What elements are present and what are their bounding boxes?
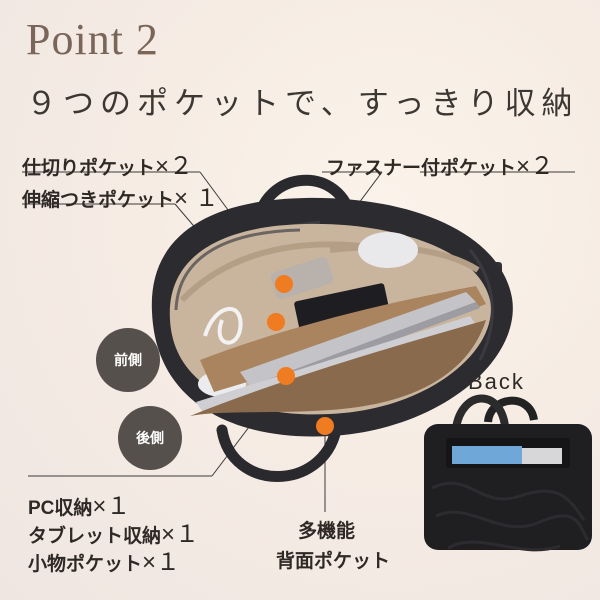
back-view-bag bbox=[424, 394, 592, 552]
main-bag bbox=[151, 174, 513, 482]
back-view-label: Back bbox=[468, 369, 525, 394]
page-title: Point 2 bbox=[26, 15, 159, 64]
callout-zipper-pocket-count: ×２ bbox=[516, 153, 555, 180]
badge-back: 後側 bbox=[118, 406, 182, 470]
callout-divider-pocket-count: ×２ bbox=[155, 153, 194, 180]
callout-back-pocket-line2: 背面ポケット bbox=[276, 551, 391, 572]
callout-zipper-pocket-text: ファスナー付ポケット bbox=[326, 158, 517, 179]
callout-tablet-pocket-text: タブレット収納 bbox=[28, 526, 162, 547]
page-subtitle: ９つのポケットで、すっきり収納 bbox=[26, 86, 579, 121]
callout-tablet-pocket: タブレット収納×１ bbox=[28, 514, 199, 549]
callout-zipper-pocket: ファスナー付ポケット×２ bbox=[326, 146, 554, 181]
callout-small-pocket-count: ×１ bbox=[142, 549, 181, 576]
callout-small-pocket-text: 小物ポケット bbox=[28, 554, 143, 575]
badge-front: 前側 bbox=[96, 328, 160, 392]
callout-divider-pocket-text: 仕切りポケット bbox=[22, 158, 156, 179]
accent-dots bbox=[267, 275, 334, 435]
callout-elastic-pocket-count: × １ bbox=[174, 185, 219, 212]
callout-small-pocket: 小物ポケット×１ bbox=[28, 542, 180, 577]
callout-back-pocket-line1: 多機能 bbox=[298, 521, 356, 542]
callout-elastic-pocket: 伸縮つきポケット× １ bbox=[22, 178, 219, 213]
callout-tablet-pocket-count: ×１ bbox=[161, 521, 200, 548]
callout-pc-pocket-text: PC収納 bbox=[28, 498, 93, 519]
callout-pc-pocket: PC収納×１ bbox=[28, 486, 130, 521]
callout-pc-pocket-count: ×１ bbox=[92, 493, 131, 520]
callout-elastic-pocket-text: 伸縮つきポケット bbox=[22, 190, 175, 211]
callout-divider-pocket: 仕切りポケット×２ bbox=[22, 146, 193, 181]
